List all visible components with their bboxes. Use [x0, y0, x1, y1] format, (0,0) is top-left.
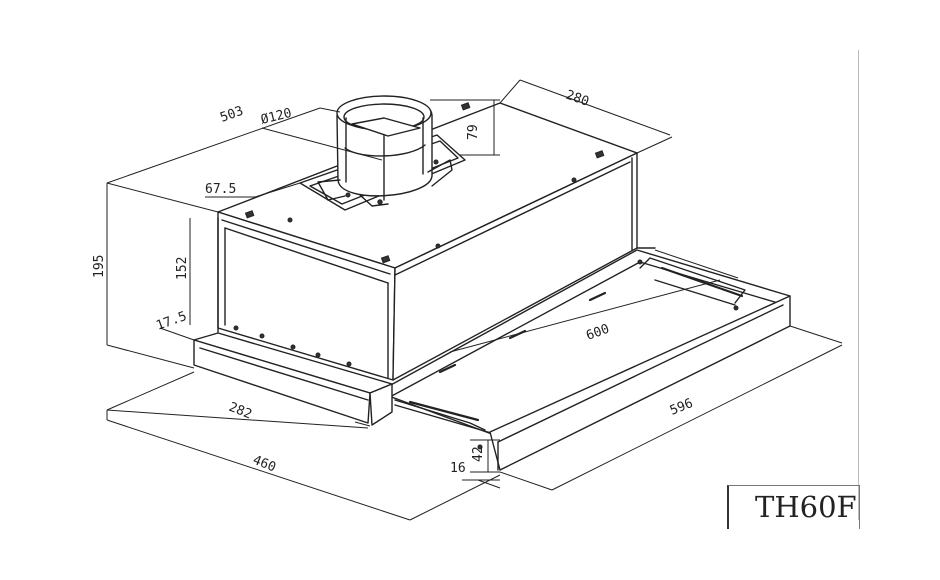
dim-79: 79 [466, 124, 481, 140]
dim-503: 503 [218, 104, 245, 126]
dim-16: 16 [450, 461, 466, 476]
dim-280: 280 [564, 88, 591, 110]
dim-152: 152 [175, 257, 190, 280]
frame-rule [858, 50, 859, 520]
model-title-box [727, 485, 860, 529]
dim-67-5: 67.5 [205, 182, 236, 197]
dim-duct-diameter: Ø120 [259, 106, 293, 128]
dimension-lines [106, 79, 843, 521]
dim-282: 282 [227, 400, 254, 423]
dim-596: 596 [668, 396, 695, 419]
dim-17-5: 17.5 [154, 309, 189, 334]
duct-collar [299, 95, 466, 211]
dim-42: 42 [471, 446, 486, 462]
dim-195: 195 [92, 255, 107, 278]
hood-base [193, 217, 393, 424]
model-label: TH60F [755, 490, 857, 524]
fastener-dots [233, 102, 739, 450]
dim-460: 460 [251, 453, 278, 476]
